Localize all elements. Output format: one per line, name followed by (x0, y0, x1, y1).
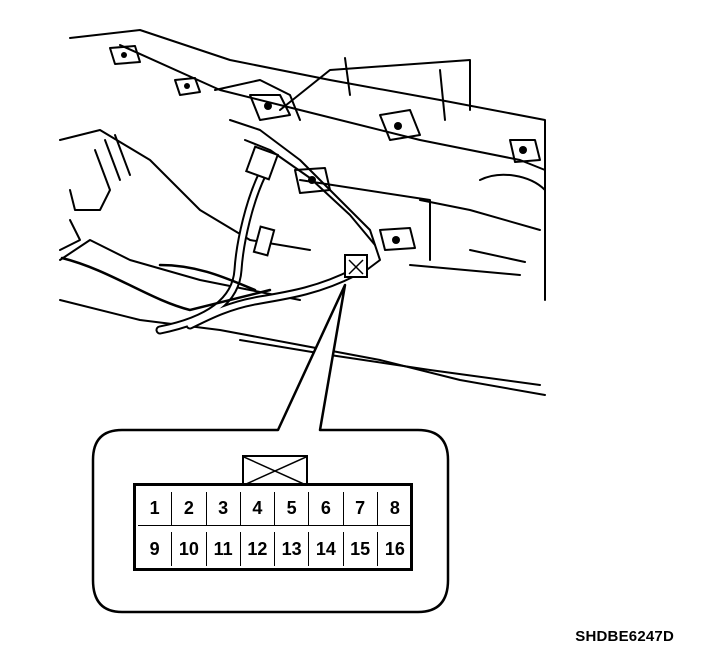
pin-cell: 10 (172, 532, 207, 566)
connector-face: 1 2 3 4 5 6 7 8 9 10 11 12 13 14 15 16 (133, 483, 413, 571)
figure-code: SHDBE6247D (575, 628, 674, 645)
pin-cell: 6 (309, 492, 344, 526)
pin-cell: 1 (138, 492, 173, 526)
pin-cell: 3 (206, 492, 241, 526)
pin-cell: 2 (172, 492, 207, 526)
pin-cell: 12 (241, 532, 275, 566)
pin-cell: 16 (384, 538, 405, 559)
pin-cell: 14 (309, 532, 344, 566)
pin-cell: 9 (138, 532, 173, 566)
lock-tab-cross-icon (243, 456, 307, 486)
pin-row-top: 1 2 3 4 5 6 7 8 (138, 492, 412, 526)
pin-cell: 7 (343, 492, 378, 526)
pin-cell: 15 (344, 532, 378, 566)
pin-row-bottom: 9 10 11 12 13 14 15 16 (138, 532, 412, 566)
pin-cell: 5 (275, 492, 310, 526)
pin-cell: 4 (240, 492, 275, 526)
dashboard-harness-illustration (59, 29, 546, 396)
pin-cell: 11 (207, 532, 241, 566)
connector-lock-tab (242, 455, 308, 486)
pin-cell: 8 (377, 492, 412, 526)
pin-cell: 13 (275, 532, 310, 566)
